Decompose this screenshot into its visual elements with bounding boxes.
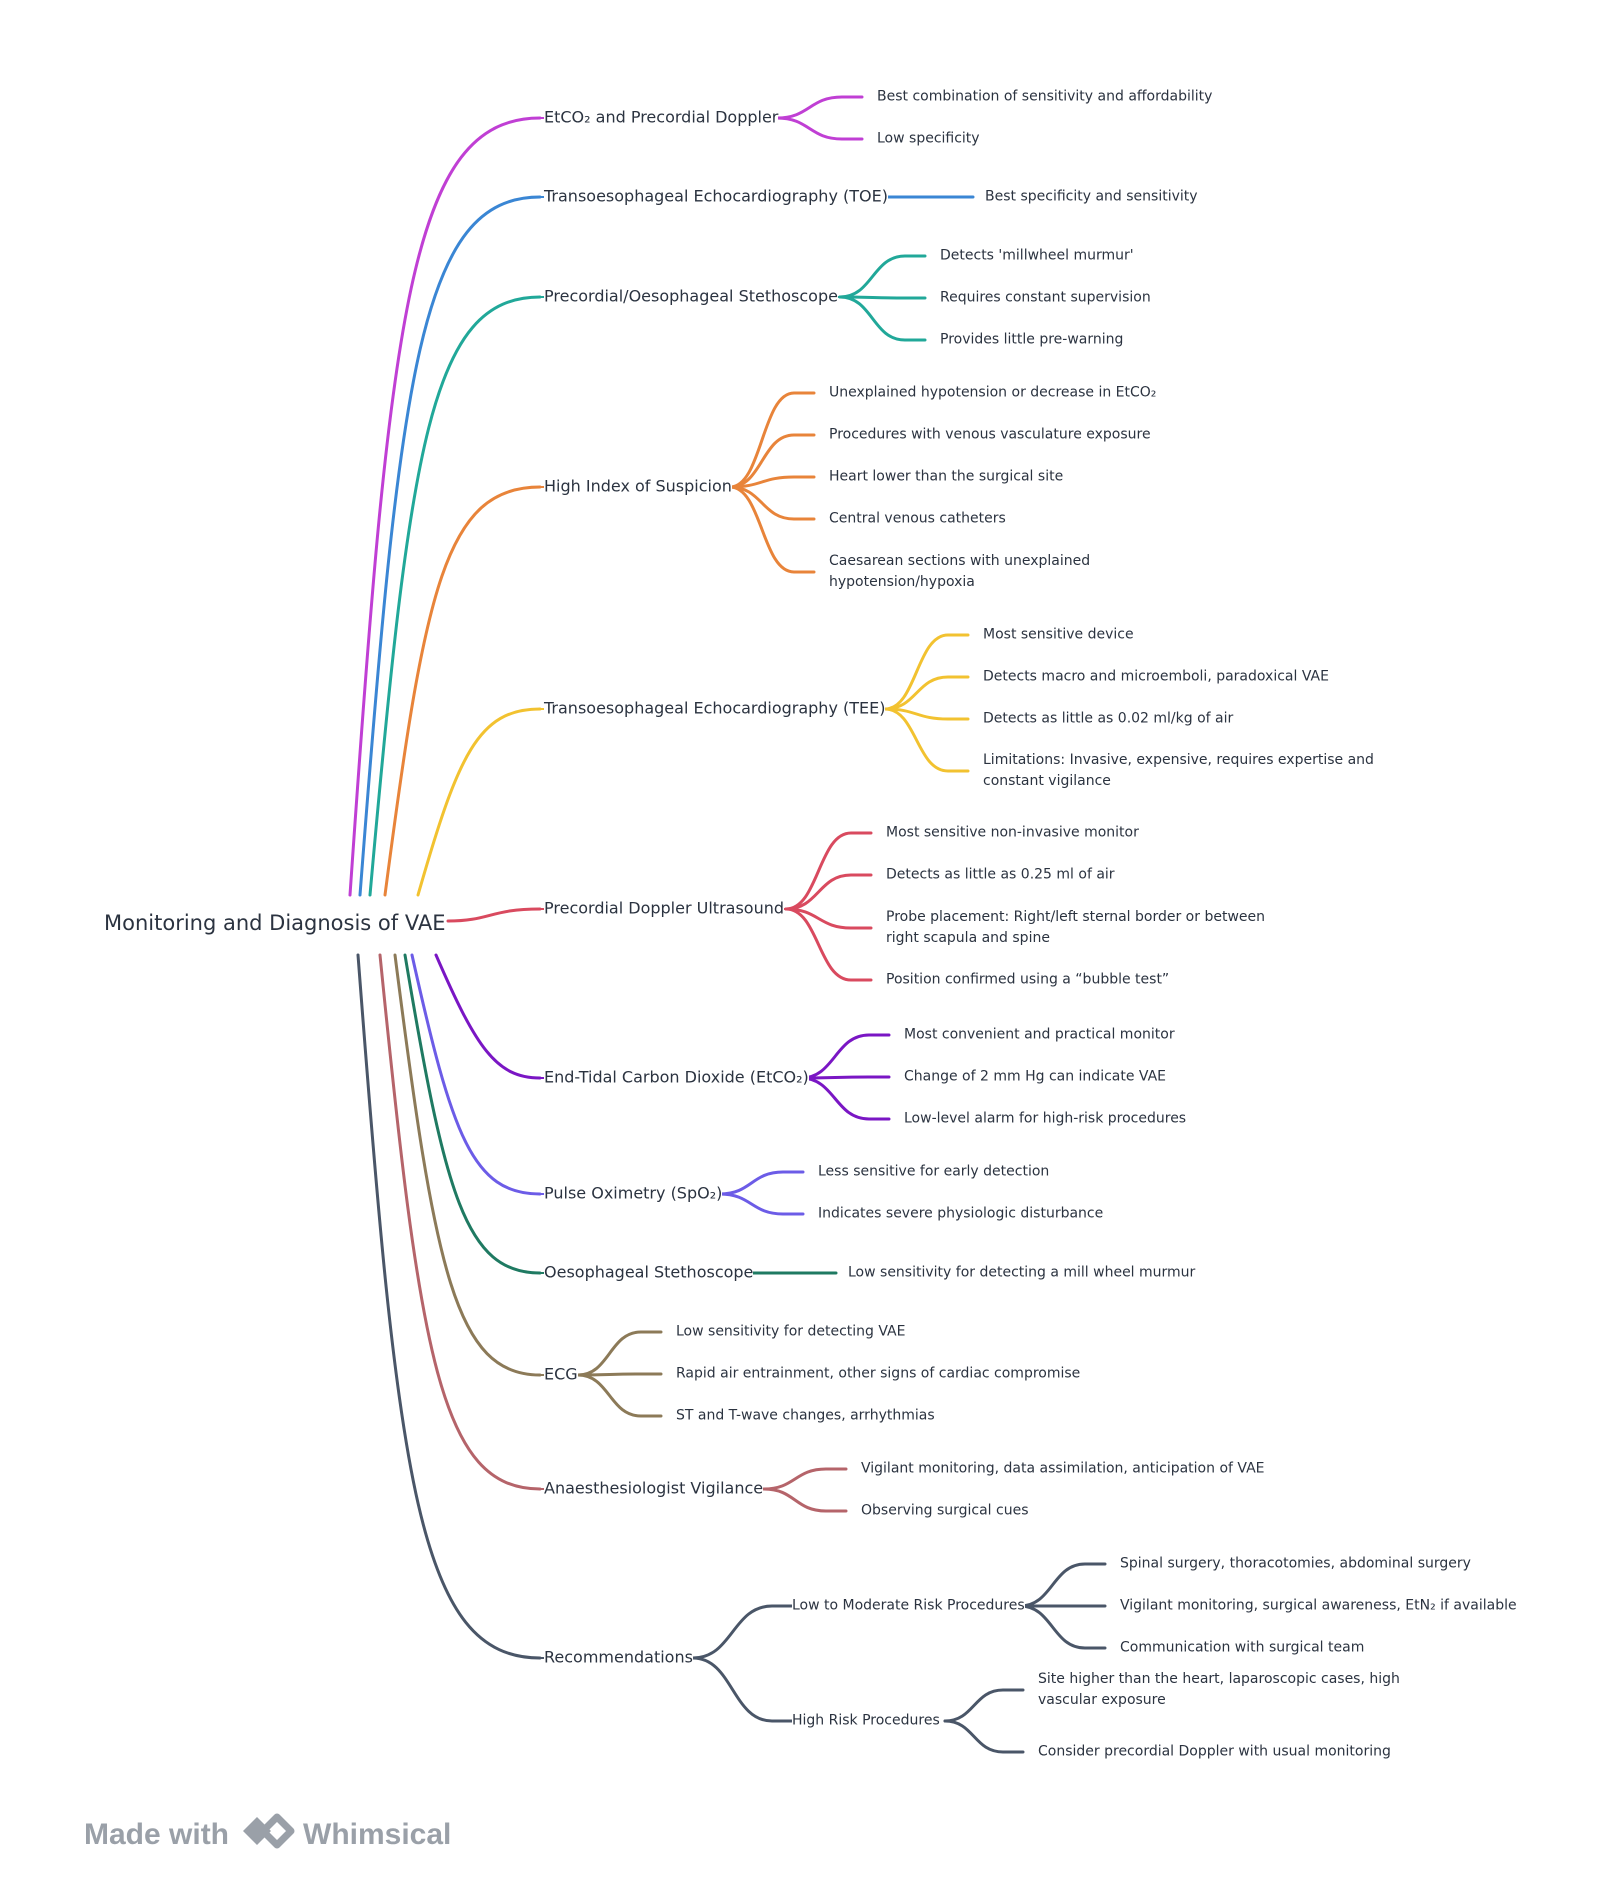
branch-node-11[interactable]: Recommendations [544, 1646, 693, 1668]
whimsical-logo-icon [239, 1808, 297, 1862]
brand-label: Whimsical [303, 1818, 452, 1851]
leaf-node-11-1-0[interactable]: Site higher than the heart, laparoscopic… [1038, 1669, 1418, 1711]
leaf-node-6-2[interactable]: Low-level alarm for high-risk procedures [904, 1108, 1187, 1130]
leaf-node-8-0[interactable]: Low sensitivity for detecting a mill whe… [848, 1262, 1196, 1284]
leaf-node-4-2[interactable]: Detects as little as 0.02 ml/kg of air [983, 708, 1234, 730]
leaf-node-0-1[interactable]: Low specificity [877, 128, 980, 150]
leaf-node-7-0[interactable]: Less sensitive for early detection [818, 1161, 1050, 1183]
leaf-node-11-0-2[interactable]: Communication with surgical team [1120, 1637, 1365, 1659]
leaf-node-10-1[interactable]: Observing surgical cues [861, 1500, 1029, 1522]
root-node[interactable]: Monitoring and Diagnosis of VAE [104, 906, 446, 940]
branch-node-10[interactable]: Anaesthesiologist Vigilance [544, 1477, 764, 1499]
leaf-node-5-3[interactable]: Position confirmed using a “bubble test” [886, 969, 1170, 991]
leaf-node-3-1[interactable]: Procedures with venous vasculature expos… [829, 424, 1151, 446]
made-with-label: Made with [84, 1818, 230, 1851]
leaf-node-6-0[interactable]: Most convenient and practical monitor [904, 1024, 1175, 1046]
leaf-node-0-0[interactable]: Best combination of sensitivity and affo… [877, 86, 1213, 108]
leaf-node-11-0-0[interactable]: Spinal surgery, thoracotomies, abdominal… [1120, 1553, 1471, 1575]
leaf-node-1-0[interactable]: Best specificity and sensitivity [985, 186, 1198, 208]
branch-node-3[interactable]: High Index of Suspicion [544, 475, 732, 497]
leaf-node-4-0[interactable]: Most sensitive device [983, 624, 1134, 646]
leaf-node-5-1[interactable]: Detects as little as 0.25 ml of air [886, 864, 1115, 886]
branch-node-9[interactable]: ECG [544, 1363, 578, 1385]
leaf-node-5-2[interactable]: Probe placement: Right/left sternal bord… [886, 907, 1286, 949]
leaf-node-9-0[interactable]: Low sensitivity for detecting VAE [676, 1321, 906, 1343]
leaf-node-11-1-1[interactable]: Consider precordial Doppler with usual m… [1038, 1741, 1391, 1763]
leaf-node-9-1[interactable]: Rapid air entrainment, other signs of ca… [676, 1363, 1081, 1385]
leaf-node-4-1[interactable]: Detects macro and microemboli, paradoxic… [983, 666, 1329, 688]
branch-node-2[interactable]: Precordial/Oesophageal Stethoscope [544, 285, 838, 307]
leaf-node-9-2[interactable]: ST and T-wave changes, arrhythmias [676, 1405, 935, 1427]
branch-node-0[interactable]: EtCO₂ and Precordial Doppler [544, 106, 779, 128]
made-with-whimsical-badge[interactable]: Made with Whimsical [84, 1808, 451, 1862]
leaf-node-5-0[interactable]: Most sensitive non-invasive monitor [886, 822, 1139, 844]
branch-node-5[interactable]: Precordial Doppler Ultrasound [544, 897, 785, 919]
leaf-node-3-2[interactable]: Heart lower than the surgical site [829, 466, 1064, 488]
leaf-node-10-0[interactable]: Vigilant monitoring, data assimilation, … [861, 1458, 1265, 1480]
branch-node-8[interactable]: Oesophageal Stethoscope [544, 1261, 754, 1283]
leaf-node-3-3[interactable]: Central venous catheters [829, 508, 1006, 530]
leaf-node-11-0-1[interactable]: Vigilant monitoring, surgical awareness,… [1120, 1595, 1517, 1617]
leaf-node-3-0[interactable]: Unexplained hypotension or decrease in E… [829, 382, 1157, 404]
leaf-node-3-4[interactable]: Caesarean sections with unexplained hypo… [829, 551, 1109, 593]
leaf-node-4-3[interactable]: Limitations: Invasive, expensive, requir… [983, 750, 1383, 792]
sub-branch-node-1[interactable]: High Risk Procedures [792, 1710, 940, 1732]
sub-branch-node-0[interactable]: Low to Moderate Risk Procedures [792, 1595, 1025, 1617]
leaf-node-2-2[interactable]: Provides little pre-warning [940, 329, 1124, 351]
leaf-node-7-1[interactable]: Indicates severe physiologic disturbance [818, 1203, 1104, 1225]
branch-node-4[interactable]: Transoesophageal Echocardiography (TEE) [544, 697, 886, 719]
leaf-node-2-1[interactable]: Requires constant supervision [940, 287, 1151, 309]
branch-node-7[interactable]: Pulse Oximetry (SpO₂) [544, 1182, 723, 1204]
leaf-node-2-0[interactable]: Detects 'millwheel murmur' [940, 245, 1134, 267]
branch-node-6[interactable]: End-Tidal Carbon Dioxide (EtCO₂) [544, 1066, 809, 1088]
leaf-node-6-1[interactable]: Change of 2 mm Hg can indicate VAE [904, 1066, 1167, 1088]
branch-node-1[interactable]: Transoesophageal Echocardiography (TOE) [544, 185, 888, 207]
